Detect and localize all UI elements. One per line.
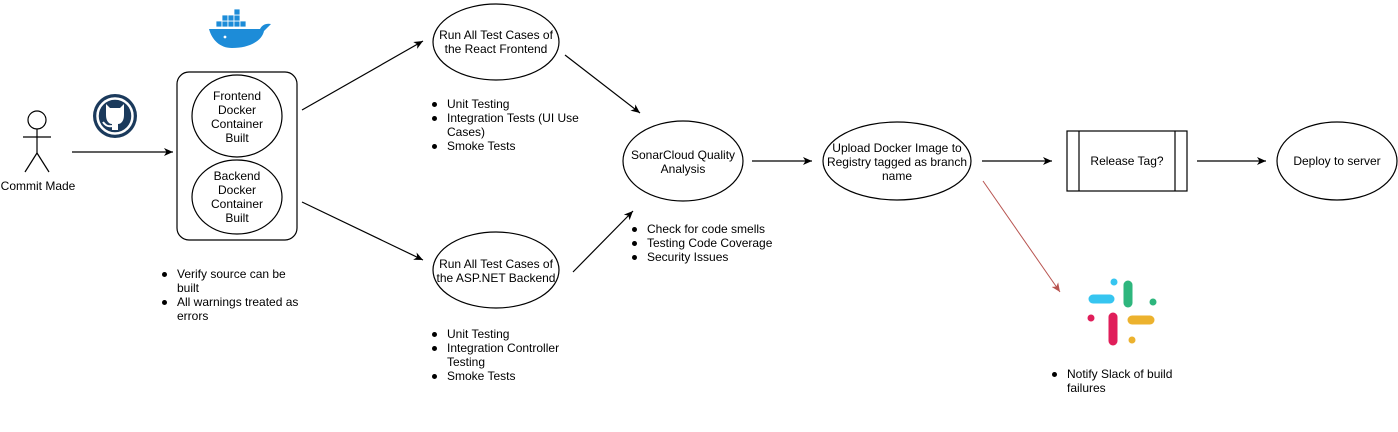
upload-node xyxy=(822,121,972,201)
list-item: All warnings treated as errors xyxy=(160,295,310,323)
release-label: Release Tag? xyxy=(1090,154,1164,168)
list-item: Check for code smells xyxy=(630,222,810,236)
backend-tests-label: Run All Test Cases of the ASP.NET Backen… xyxy=(436,257,556,285)
frontend-container-label: Frontend Docker Container Built xyxy=(210,89,264,145)
build-notes-list: Verify source can be built All warnings … xyxy=(160,267,310,323)
release-decision-node xyxy=(1066,130,1188,192)
list-item: Notify Slack of build failures xyxy=(1050,367,1190,395)
github-icon xyxy=(93,94,137,138)
list-item: Testing Code Coverage xyxy=(630,236,810,250)
slack-icon xyxy=(1087,278,1157,346)
frontend-tests-node xyxy=(432,3,560,81)
sonar-label: SonarCloud Quality Analysis xyxy=(630,148,736,176)
backend-tests-notes-list: Unit Testing Integration Controller Test… xyxy=(430,327,590,383)
list-item: Unit Testing xyxy=(430,327,590,341)
list-item: Smoke Tests xyxy=(430,139,590,153)
arrow-backend-tests-to-sonar xyxy=(572,210,634,273)
list-item: Smoke Tests xyxy=(430,369,590,383)
arrow-build-to-frontend-tests xyxy=(301,40,424,111)
sonar-notes-list: Check for code smells Testing Code Cover… xyxy=(630,222,810,264)
actor-label: Commit Made xyxy=(0,179,76,193)
frontend-container-node xyxy=(191,74,283,158)
docker-icon xyxy=(209,8,271,48)
person-icon xyxy=(23,110,51,173)
backend-container-label: Backend Docker Container Built xyxy=(210,169,264,225)
upload-label: Upload Docker Image to Registry tagged a… xyxy=(826,141,968,183)
frontend-tests-label: Run All Test Cases of the React Frontend xyxy=(439,28,553,56)
frontend-tests-notes-list: Unit Testing Integration Tests (UI Use C… xyxy=(430,97,590,153)
list-item: Integration Tests (UI Use Cases) xyxy=(430,111,590,139)
arrow-build-to-backend-tests xyxy=(301,201,424,261)
arrow-frontend-tests-to-sonar xyxy=(564,54,641,114)
list-item: Integration Controller Testing xyxy=(430,341,590,369)
sonar-node xyxy=(622,120,744,202)
list-item: Unit Testing xyxy=(430,97,590,111)
deploy-node xyxy=(1276,121,1398,201)
arrow-upload-to-slack xyxy=(982,180,1061,293)
deploy-label: Deploy to server xyxy=(1293,154,1381,168)
list-item: Security Issues xyxy=(630,250,810,264)
list-item: Verify source can be built xyxy=(160,267,310,295)
backend-tests-node xyxy=(432,231,560,309)
backend-container-node xyxy=(191,159,283,235)
slack-notes-list: Notify Slack of build failures xyxy=(1050,367,1190,395)
